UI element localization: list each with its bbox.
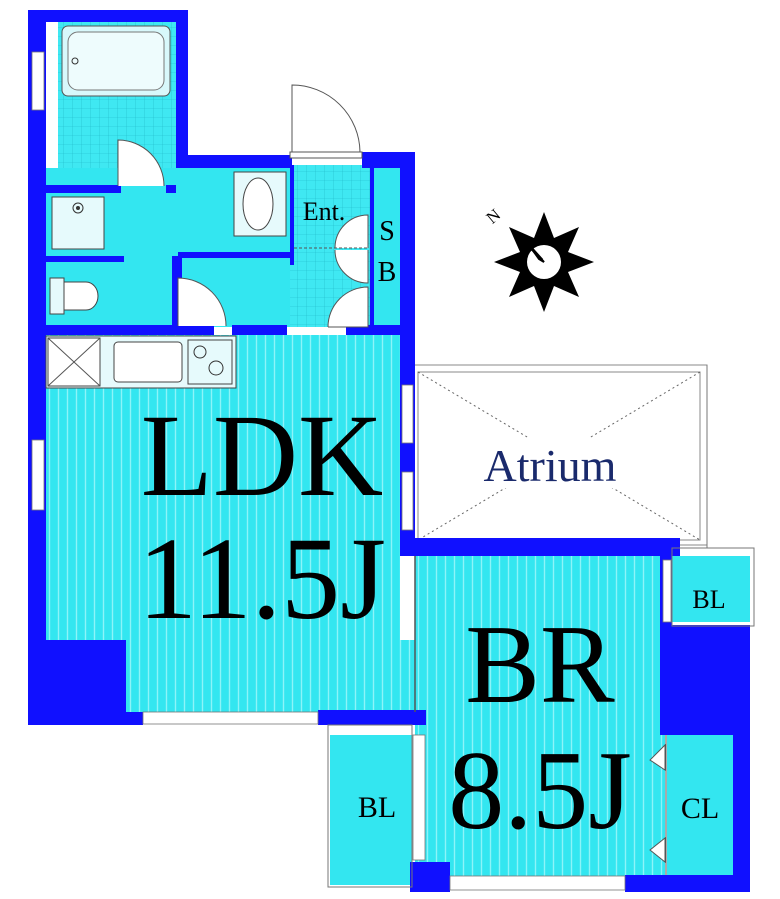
balconies (327, 365, 755, 888)
wall-bath-top (28, 10, 188, 22)
compass-needle-line (522, 238, 544, 262)
bath-door-swing (117, 139, 165, 187)
bathtub-drain (71, 57, 79, 65)
closet-floor (667, 735, 737, 875)
window-bath (31, 51, 45, 111)
compass-north-label: N (483, 205, 505, 227)
atrium-label: Atrium (484, 440, 617, 491)
balcony-small-floor (672, 556, 750, 622)
wall-br-bottom-right (625, 875, 750, 892)
balcony-small-label: BL (692, 585, 725, 614)
shoebox-floor (374, 168, 404, 328)
washing-machine (51, 196, 105, 250)
entrance-label: Ent. (303, 197, 346, 226)
entrance-door-swing (291, 84, 361, 153)
wash-basin-bowl (242, 177, 274, 231)
hall-door-swing-2 (334, 249, 369, 284)
wall-br-left (410, 712, 426, 722)
br-name-label: BR (465, 603, 615, 727)
window-br-bottom (449, 875, 626, 891)
wall-br-bottom-left (410, 862, 450, 892)
wall-ldk-top-3 (346, 325, 414, 335)
kitchen-sink (113, 341, 183, 383)
stove (187, 339, 233, 385)
wall-ldk-bottom-left (118, 712, 143, 725)
wall-ent-right (400, 152, 415, 392)
wall-ldk-column (28, 640, 126, 725)
wall-bath-inner-bottom (46, 185, 121, 193)
wall-toilet-top (46, 256, 124, 262)
ldk-door-swing (327, 286, 369, 328)
bathtub-inner (67, 31, 165, 91)
br-floor (415, 555, 665, 877)
shoebox-label-s: S (379, 216, 395, 247)
wall-wash-top (176, 155, 292, 168)
stove-burner-2 (208, 360, 224, 376)
window-ldk-left (31, 439, 45, 511)
wall-ent-mid (290, 165, 294, 265)
window-ldk-right-2 (401, 471, 414, 531)
windows (31, 51, 672, 891)
toilet-door-swing (177, 277, 227, 327)
balcony-left-label: BL (358, 791, 396, 824)
atrium (411, 364, 708, 546)
toilet-bowl (63, 281, 99, 311)
wall-ldk-top-2 (232, 325, 287, 335)
washing-machine-drain-inner (76, 206, 80, 210)
wall-hall-top (178, 252, 290, 258)
ldk-lower-floor (125, 640, 415, 715)
ldk-name-label: LDK (141, 390, 384, 521)
wall-sb-left (370, 168, 374, 328)
balcony-small-outline (671, 547, 755, 627)
br-size-label: 8.5J (448, 729, 632, 853)
entrance-door-leaf (289, 151, 363, 159)
atrium-label-bg (455, 438, 645, 488)
stove-burner-1 (193, 345, 207, 359)
window-br-right (662, 559, 672, 623)
fridge-cross-2 (47, 337, 101, 387)
closet-label: CL (681, 792, 719, 825)
window-br-left (412, 734, 426, 861)
wall-toilet-right (172, 256, 182, 328)
toilet-tank (49, 277, 65, 315)
ldk-size-label: 11.5J (138, 513, 386, 644)
closet-door-2 (649, 836, 666, 864)
wall-ldk-left (28, 330, 46, 722)
shoebox-label-b: B (378, 257, 397, 288)
balcony-left-floor (330, 735, 412, 885)
wall-ldk-top (28, 325, 214, 335)
wall-bath-inner-bottom-2 (166, 185, 176, 193)
wall-ldk-right-bottom (400, 538, 680, 556)
sun-compass-icon (494, 212, 594, 312)
fixtures (45, 25, 667, 875)
window-ldk-right-1 (401, 384, 414, 444)
balcony-left-outline (327, 724, 413, 888)
wall-cl-right (733, 625, 750, 892)
room-labels: LDK 11.5J BR 8.5J Atrium Ent. S B BL BL … (138, 197, 726, 853)
hall-door-swing-1 (334, 214, 369, 249)
window-ldk-bottom (142, 711, 319, 725)
closet-door-1 (649, 743, 666, 771)
wall-bath-right (176, 10, 188, 168)
wall-ldk-bottom-right (318, 710, 426, 725)
washing-machine-drain (72, 202, 84, 214)
